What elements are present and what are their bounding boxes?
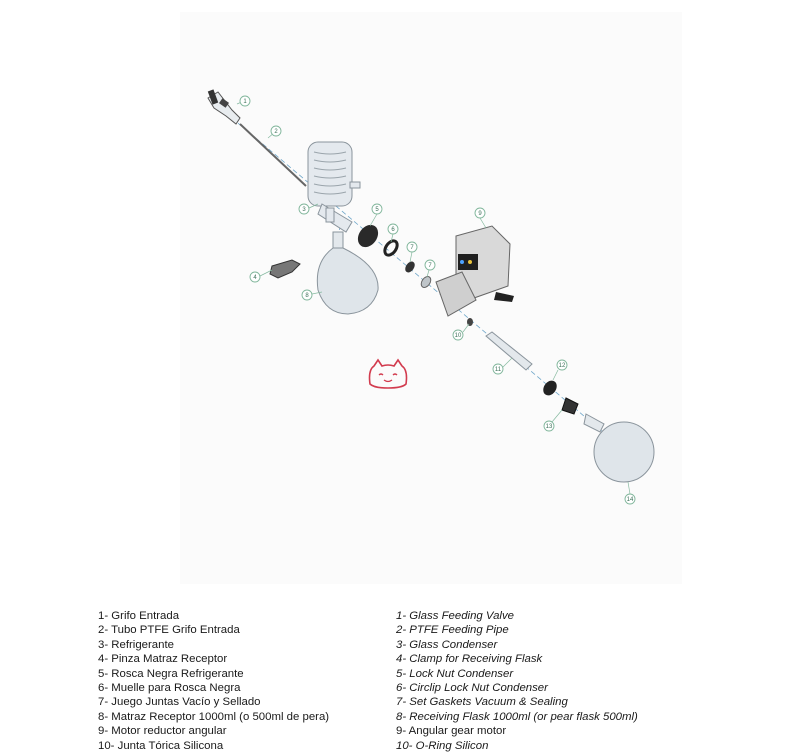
callout-6-label: 6 <box>391 227 395 233</box>
glass-feeding-valve-part <box>207 89 241 125</box>
flask-clip-part <box>561 397 579 415</box>
legend-en-row: 9- Angular gear motor <box>396 725 507 738</box>
callouts: 1 2 3 4 5 6 7 7 8 9 10 11 <box>236 95 636 505</box>
callout-7b-label: 7 <box>428 263 432 269</box>
legend-es-row: 6- Muelle para Rosca Negra <box>98 682 241 695</box>
exploded-view-diagram: 1 2 3 4 5 6 7 7 8 9 10 11 <box>207 89 655 505</box>
callout-7a <box>406 241 418 253</box>
flask-nut-part <box>543 380 557 396</box>
legend-es-row: 2- Tubo PTFE Grifo Entrada <box>98 624 240 637</box>
vapor-tube-part <box>485 331 533 371</box>
o-ring-part <box>467 318 473 326</box>
legend-en-row: 6- Circlip Lock Nut Condenser <box>396 682 548 695</box>
gasket-b-part <box>420 276 432 288</box>
callout-13 <box>543 420 555 432</box>
callout-1 <box>239 95 251 107</box>
legend-en-row: 8- Receiving Flask 1000ml (or pear flask… <box>396 710 638 723</box>
callout-8 <box>301 289 313 301</box>
callout-8-label: 8 <box>305 293 309 299</box>
callout-1-label: 1 <box>243 99 247 105</box>
diagram-panel <box>180 12 682 584</box>
legend-es-row: 9- Motor reductor angular <box>98 725 227 738</box>
circlip-part <box>383 239 399 257</box>
legend-en-row: 7- Set Gaskets Vacuum & Sealing <box>396 696 568 709</box>
callout-3-label: 3 <box>302 207 306 213</box>
legend-es-row: 1- Grifo Entrada <box>98 610 180 622</box>
lock-nut-part <box>357 224 379 248</box>
callout-9 <box>474 207 486 219</box>
assembly-axis <box>231 117 631 456</box>
callout-5 <box>371 203 383 215</box>
legend-es-row: 10- Junta Tórica Silicona <box>98 739 224 752</box>
callout-6 <box>387 223 399 235</box>
callout-11-label: 11 <box>495 367 502 373</box>
evaporating-flask-part <box>583 413 655 483</box>
gasket-a-part <box>405 261 415 273</box>
angular-gear-motor-part <box>435 225 514 317</box>
legend-en-row: 10- O-Ring Silicon <box>396 739 489 752</box>
legend-es-row: 7- Juego Juntas Vacío y Sellado <box>98 696 261 709</box>
callout-11 <box>492 363 504 375</box>
clamp-part <box>269 259 301 279</box>
legend-en-row: 1- Glass Feeding Valve <box>396 610 514 622</box>
callout-2-label: 2 <box>274 129 278 135</box>
legend-en-row: 2- PTFE Feeding Pipe <box>396 624 509 637</box>
cat-logo-watermark <box>368 358 408 389</box>
callout-14 <box>624 493 636 505</box>
legend-en-row: 3- Glass Condenser <box>396 638 498 651</box>
legend-en-row: 4- Clamp for Receiving Flask <box>396 653 543 666</box>
legend-spanish: 1- Grifo Entrada 2- Tubo PTFE Grifo Entr… <box>98 609 329 753</box>
callout-2 <box>270 125 282 137</box>
legend-en-row: 5- Lock Nut Condenser <box>396 667 514 680</box>
callout-4-label: 4 <box>253 275 257 281</box>
callout-13-label: 13 <box>546 424 553 430</box>
receiving-flask-part <box>316 231 379 315</box>
callout-14-label: 14 <box>627 497 634 503</box>
legend-es-row: 3- Refrigerante <box>98 638 174 651</box>
glass-condenser-part <box>307 141 361 233</box>
ptfe-feeding-pipe-part <box>239 123 307 187</box>
callout-12-label: 12 <box>559 363 566 369</box>
callout-12 <box>556 359 568 371</box>
legend-es-row: 4- Pinza Matraz Receptor <box>98 653 228 666</box>
callout-4 <box>249 271 261 283</box>
callout-7b <box>424 259 436 271</box>
callout-7a-label: 7 <box>410 245 414 251</box>
callout-10-label: 10 <box>455 333 462 339</box>
legend-english: 1- Glass Feeding Valve 2- PTFE Feeding P… <box>396 609 638 753</box>
callout-9-label: 9 <box>478 211 482 217</box>
legend-es-row: 8- Matraz Receptor 1000ml (o 500ml de pe… <box>98 710 330 723</box>
callout-3 <box>298 203 310 215</box>
callout-10 <box>452 329 464 341</box>
callout-5-label: 5 <box>375 207 379 213</box>
legend-es-row: 5- Rosca Negra Refrigerante <box>98 667 244 680</box>
